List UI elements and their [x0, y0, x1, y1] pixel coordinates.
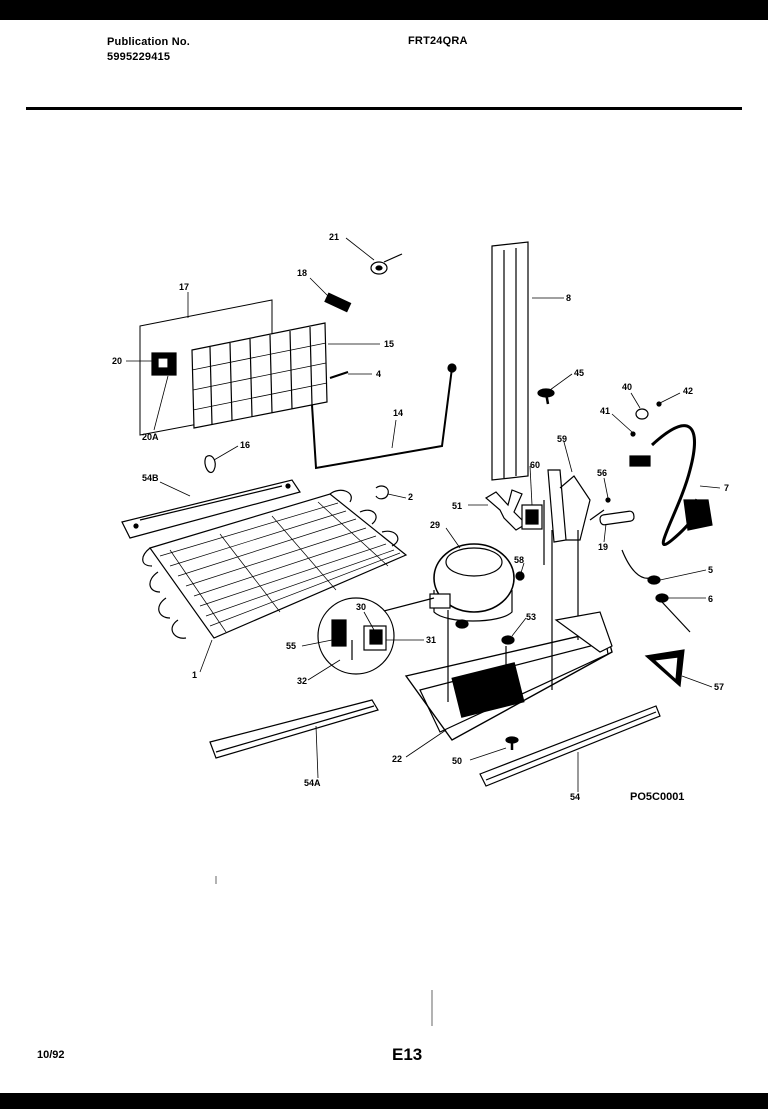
compressor-base [404, 530, 613, 741]
callout-labels: 21 18 17 15 20 4 20A 14 16 54B 2 8 45 40… [112, 232, 729, 803]
header-rule [26, 107, 742, 110]
callout-22: 22 [392, 754, 402, 764]
power-cord [629, 424, 713, 547]
diagram-code: PO5C0001 [630, 791, 684, 803]
cord-clip-parts [630, 401, 662, 437]
clip-16 [204, 455, 216, 474]
bracket-54b [121, 479, 301, 539]
callout-56: 56 [597, 468, 607, 478]
callout-40: 40 [622, 382, 632, 392]
callout-1: 1 [192, 670, 197, 680]
leader-lines [126, 237, 721, 792]
fan-assembly [484, 469, 591, 565]
part-21-grommet [370, 253, 403, 275]
bottom-black-bar [0, 1093, 768, 1109]
callout-2: 2 [408, 492, 413, 502]
callout-6: 6 [708, 594, 713, 604]
callout-16: 16 [240, 440, 250, 450]
top-black-bar [0, 0, 768, 20]
condenser-switch [151, 352, 177, 376]
callout-29: 29 [430, 520, 440, 530]
part-18-connector [324, 292, 352, 313]
callout-14: 14 [393, 408, 403, 418]
condenser-coil [191, 322, 328, 429]
callout-60: 60 [530, 460, 540, 470]
vertical-channel [491, 241, 529, 481]
callout-54: 54 [570, 792, 580, 802]
callout-41: 41 [600, 406, 610, 416]
screw-50 [505, 736, 519, 750]
rail-54 [479, 705, 661, 787]
publication-number: 5995229415 [107, 51, 171, 63]
callout-55: 55 [286, 641, 296, 651]
callout-31: 31 [426, 635, 436, 645]
publication-label: Publication No. [107, 36, 191, 48]
callout-20a: 20A [142, 432, 159, 442]
rail-54a [209, 699, 379, 759]
callout-45: 45 [574, 368, 584, 378]
callout-59: 59 [557, 434, 567, 444]
callout-51: 51 [452, 501, 462, 511]
callout-4: 4 [376, 369, 381, 379]
callout-19: 19 [598, 542, 608, 552]
compressor [379, 543, 525, 645]
condenser-grid [142, 489, 408, 639]
callout-32: 32 [297, 676, 307, 686]
callout-5: 5 [708, 565, 713, 575]
clip-2 [375, 485, 389, 500]
callout-50: 50 [452, 756, 462, 766]
callout-30: 30 [356, 602, 366, 612]
callout-57: 57 [714, 682, 724, 692]
page-number: E13 [392, 1045, 423, 1064]
callout-8: 8 [566, 293, 571, 303]
parts-5-6 [621, 549, 691, 633]
model-number: FRT24QRA [408, 35, 468, 47]
callout-17: 17 [179, 282, 189, 292]
footer-date: 10/92 [37, 1049, 65, 1061]
callout-58: 58 [514, 555, 524, 565]
part-19-tube [589, 497, 635, 526]
callout-18: 18 [297, 268, 307, 278]
callout-42: 42 [683, 386, 693, 396]
callout-54a: 54A [304, 778, 321, 788]
callout-7: 7 [724, 483, 729, 493]
part-57-cap [644, 649, 685, 688]
callout-21: 21 [329, 232, 339, 242]
callout-20: 20 [112, 356, 122, 366]
callout-15: 15 [384, 339, 394, 349]
heat-exchanger-tube [311, 363, 457, 470]
callout-54b: 54B [142, 473, 159, 483]
callout-53: 53 [526, 612, 536, 622]
relay-detail-circle [317, 597, 395, 675]
scan-marks [215, 876, 433, 1026]
screw-45 [537, 388, 555, 405]
